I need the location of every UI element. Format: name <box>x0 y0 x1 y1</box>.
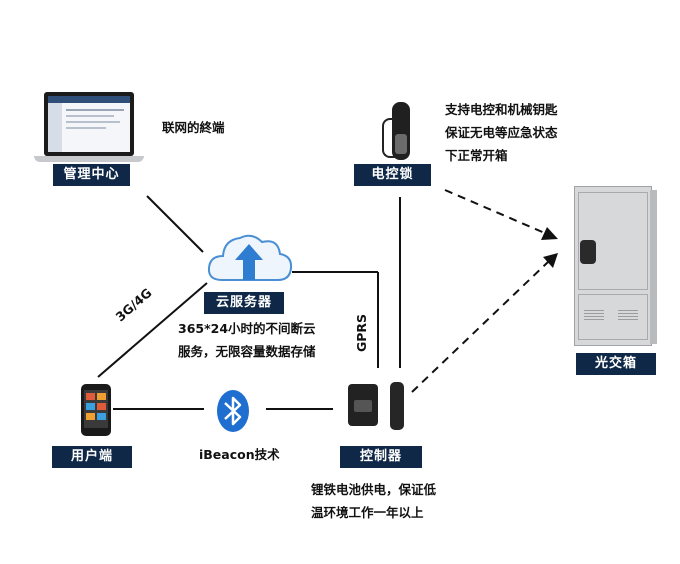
phone-image <box>81 384 111 436</box>
cabinet-image <box>570 186 658 346</box>
controller-note-line-2: 温环境工作一年以上 <box>311 505 424 520</box>
lock-tag: 电控锁 <box>354 164 431 186</box>
lock-image <box>380 100 420 168</box>
controller-note-line-1: 锂铁电池供电，保证低 <box>311 482 437 497</box>
cabinet-tag: 光交箱 <box>576 353 656 375</box>
lock-note-line-3: 下正常开箱 <box>445 148 508 163</box>
arrow-lock-cabinet <box>444 189 548 235</box>
arrowhead-lock-cabinet <box>541 227 558 240</box>
bluetooth-icon <box>217 390 249 432</box>
controller-tag: 控制器 <box>340 446 422 468</box>
bluetooth-label: iBeacon技术 <box>199 447 280 462</box>
lock-note-line-1: 支持电控和机械钥匙 <box>445 102 558 117</box>
arrowhead-controller-cabinet <box>543 253 558 268</box>
line-management-cloud <box>146 195 204 253</box>
laptop-image <box>34 92 144 164</box>
user-tag: 用户端 <box>52 446 132 468</box>
cloud-note-line-2: 服务，无限容量数据存储 <box>178 344 316 359</box>
lock-note-line-2: 保证无电等应急状态 <box>445 125 558 140</box>
cloud-note-line-1: 365*24小时的不间断云 <box>178 321 316 336</box>
arrow-controller-cabinet <box>411 261 549 393</box>
management-tag: 管理中心 <box>53 164 130 186</box>
controller-image <box>346 382 412 432</box>
gprs-label: GPRS <box>354 313 369 352</box>
line-user-cloud <box>97 282 208 378</box>
management-note: 联网的終端 <box>162 120 225 135</box>
cloud-icon <box>207 234 293 281</box>
cloud-tag: 云服务器 <box>204 292 284 314</box>
